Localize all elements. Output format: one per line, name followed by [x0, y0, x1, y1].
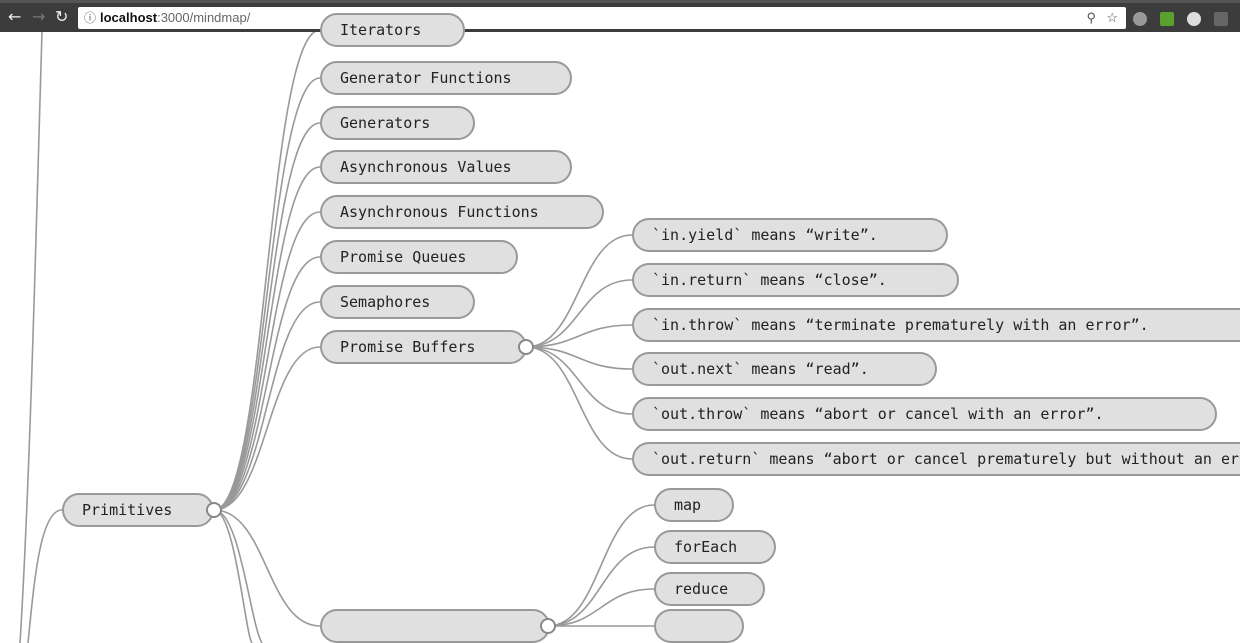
mindmap-node[interactable]: `out.throw` means “abort or cancel with …: [632, 397, 1217, 431]
mindmap-node[interactable]: Promise Queues: [320, 240, 518, 274]
link-line: [213, 301, 321, 511]
node-label: reduce: [674, 580, 729, 598]
mindmap-node[interactable]: Generators: [320, 106, 475, 140]
node-label: Semaphores: [340, 293, 431, 311]
extension-icon[interactable]: [1133, 12, 1147, 26]
back-icon[interactable]: ←: [8, 7, 22, 26]
url-path: :3000/mindmap/: [157, 10, 251, 25]
info-icon[interactable]: ⓘ: [84, 11, 97, 25]
reload-icon[interactable]: ↻: [55, 7, 69, 26]
link-line: [547, 546, 655, 627]
star-icon[interactable]: ☆: [1106, 10, 1118, 25]
mindmap-node[interactable]: `out.return` means “abort or cancel prem…: [632, 442, 1240, 476]
link-line: [213, 256, 321, 511]
mindmap-node[interactable]: forEach: [654, 530, 776, 564]
node-label: Asynchronous Functions: [340, 203, 539, 221]
mindmap-node[interactable]: Asynchronous Functions: [320, 195, 604, 229]
address-bar[interactable]: ⓘ localhost:3000/mindmap/ ⚲ ☆: [78, 7, 1126, 29]
link-line: [213, 509, 321, 627]
node-label: forEach: [674, 538, 738, 556]
node-label: Asynchronous Values: [340, 158, 512, 176]
node-label: `out.next` means “read”.: [652, 360, 869, 378]
node-label: Generators: [340, 114, 431, 132]
link-line: [27, 509, 63, 643]
mindmap-node[interactable]: Semaphores: [320, 285, 475, 319]
node-label: Primitives: [82, 501, 173, 519]
link-line: [525, 346, 633, 460]
link-line: [213, 211, 321, 511]
node-label: Promise Queues: [340, 248, 467, 266]
link-line: [213, 166, 321, 511]
node-label: `in.yield` means “write”.: [652, 226, 878, 244]
mindmap-node[interactable]: Asynchronous Values: [320, 150, 572, 184]
link-line: [19, 32, 43, 643]
mindmap-node[interactable]: `in.return` means “close”.: [632, 263, 959, 297]
link-line: [213, 32, 317, 511]
mindmap-node[interactable]: `out.next` means “read”.: [632, 352, 937, 386]
mindmap-node[interactable]: [320, 609, 550, 643]
browser-toolbar: ← → ↻ ⓘ localhost:3000/mindmap/ ⚲ ☆: [0, 0, 1240, 32]
extension-icon[interactable]: [1187, 12, 1201, 26]
collapse-toggle[interactable]: [518, 339, 534, 355]
link-line: [547, 504, 655, 627]
url-host: localhost: [100, 10, 158, 25]
mindmap-node[interactable]: reduce: [654, 572, 765, 606]
node-label: `in.return` means “close”.: [652, 271, 887, 289]
zoom-icon[interactable]: ⚲: [1086, 10, 1096, 25]
node-label: `out.throw` means “abort or cancel with …: [652, 405, 1104, 423]
link-line: [213, 509, 263, 643]
mindmap-links: [19, 32, 655, 643]
node-label: Promise Buffers: [340, 338, 476, 356]
mindmap-node[interactable]: [654, 609, 744, 643]
mindmap-node-primitives[interactable]: Primitives: [62, 493, 214, 527]
mindmap-node[interactable]: map: [654, 488, 734, 522]
link-line: [213, 346, 321, 511]
link-line: [547, 588, 655, 627]
node-label: `out.return` means “abort or cancel prem…: [652, 450, 1240, 468]
node-label: Iterators: [340, 21, 422, 39]
mindmap-node[interactable]: `in.throw` means “terminate prematurely …: [632, 308, 1240, 342]
node-label: `in.throw` means “terminate prematurely …: [652, 316, 1149, 334]
collapse-toggle[interactable]: [540, 618, 556, 634]
mindmap-node[interactable]: `in.yield` means “write”.: [632, 218, 948, 252]
link-line: [525, 234, 633, 348]
collapse-toggle[interactable]: [206, 502, 222, 518]
node-label: Generator Functions: [340, 69, 512, 87]
link-line: [525, 279, 633, 348]
link-line: [213, 122, 321, 511]
pdf-extension-icon[interactable]: [1214, 12, 1228, 26]
forward-icon[interactable]: →: [32, 7, 46, 26]
cors-extension-icon[interactable]: [1160, 12, 1174, 26]
node-label: map: [674, 496, 702, 514]
link-line: [525, 346, 633, 415]
link-line: [525, 324, 633, 348]
link-line: [525, 346, 633, 370]
mindmap-node[interactable]: Promise Buffers: [320, 330, 527, 364]
link-line: [213, 77, 321, 511]
mindmap-node[interactable]: Iterators: [320, 13, 465, 47]
mindmap-node[interactable]: Generator Functions: [320, 61, 572, 95]
link-line: [213, 509, 253, 643]
